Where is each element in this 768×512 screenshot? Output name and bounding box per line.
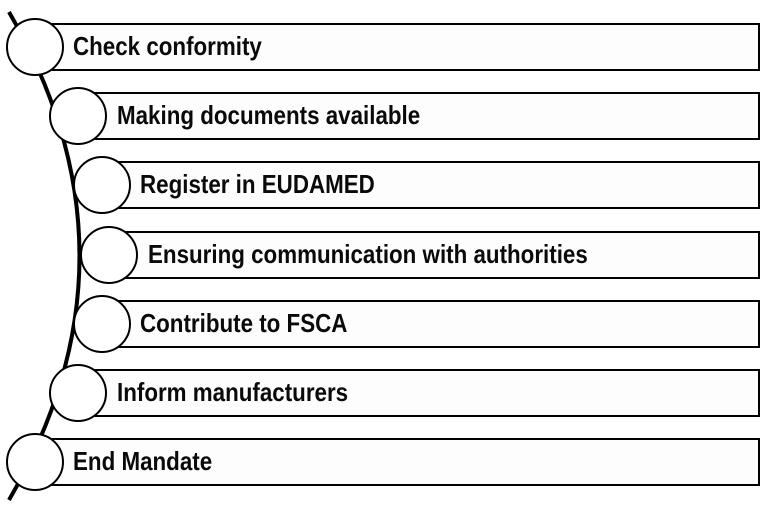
step-circle-2 [49, 87, 107, 145]
step-circle-4 [80, 226, 138, 284]
step-label-7: End Mandate [73, 446, 213, 476]
step-label-3: Register in EUDAMED [140, 169, 375, 199]
step-circle-6 [49, 364, 107, 422]
step-label-1: Check conformity [73, 31, 262, 61]
step-circle-1 [6, 18, 64, 76]
step-label-5: Contribute to FSCA [140, 308, 348, 338]
step-box-4 [108, 231, 760, 279]
step-box-2 [77, 92, 760, 140]
step-circle-5 [73, 295, 131, 353]
step-circle-3 [73, 156, 131, 214]
step-box-1 [34, 23, 760, 71]
step-circle-7 [6, 433, 64, 491]
step-label-6: Inform manufacturers [117, 377, 349, 407]
step-box-3 [101, 161, 760, 209]
step-label-2: Making documents available [117, 100, 421, 130]
step-box-6 [77, 369, 760, 417]
connector-arc [7, 11, 82, 501]
step-label-4: Ensuring communication with authorities [148, 239, 588, 269]
